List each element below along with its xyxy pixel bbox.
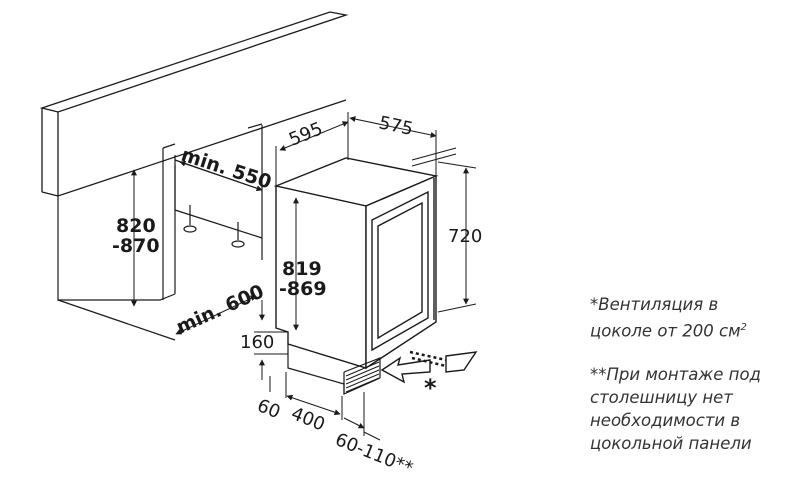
dim-820-870-line1: 820 — [116, 215, 156, 237]
dim-720: 720 — [448, 226, 482, 247]
airflow-out-arrow-icon — [409, 350, 478, 373]
note-plinth: **При монтаже под столешницу нет необход… — [590, 363, 795, 455]
note-plinth-line2: столешницу нет — [590, 387, 733, 407]
note-ventilation-sup: 2 — [740, 322, 747, 333]
note-plinth-line1: **При монтаже под — [590, 364, 761, 384]
dim-575: 575 — [377, 112, 415, 140]
dimension-lines — [131, 112, 477, 441]
dim-min-600: min. 600 — [173, 281, 267, 339]
dim-60: 60 — [254, 395, 283, 423]
cabinet-feet — [183, 205, 245, 248]
dim-819-869-line1: 819 — [282, 258, 322, 280]
dim-160: 160 — [240, 332, 274, 353]
cabinet — [57, 123, 263, 341]
dim-min-550: min. 550 — [178, 144, 274, 194]
note-ventilation-line1: *Вентиляция в — [590, 295, 719, 314]
note-plinth-line3: необходимости в — [590, 410, 741, 430]
note-plinth-line4: цокольной панели — [590, 433, 752, 453]
airflow-in-arrow-icon — [380, 356, 431, 384]
dim-820-870-line2: -870 — [112, 235, 160, 257]
note-ventilation-line2: цоколе от 200 см — [590, 321, 741, 341]
ventilation-marker: * — [424, 374, 437, 402]
plinth — [287, 344, 381, 395]
dim-595: 595 — [286, 118, 326, 150]
footnotes: *Вентиляция в цоколе от 200 см2 **При мо… — [590, 293, 795, 455]
note-ventilation: *Вентиляция в цоколе от 200 см2 — [590, 293, 795, 343]
dim-819-869-line2: -869 — [279, 278, 327, 300]
